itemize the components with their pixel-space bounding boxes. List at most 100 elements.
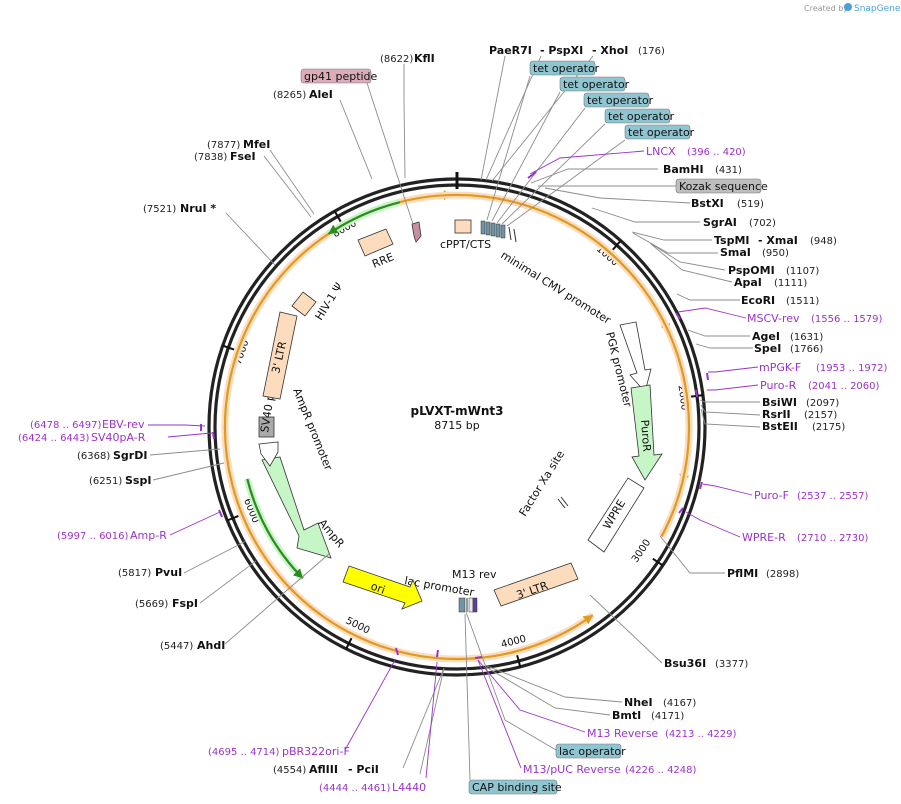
primer-pos-puro-r: (2041 .. 2060) <box>808 381 880 392</box>
enzyme-alei[interactable]: AleI <box>309 88 333 101</box>
gene-arc-wpre <box>223 193 691 661</box>
primer-mscv-rev[interactable]: MSCV-rev <box>747 312 800 325</box>
kozak-sequence-tag[interactable]: Kozak sequence <box>675 178 768 194</box>
enzyme-pvui[interactable]: PvuI <box>155 566 182 579</box>
enzyme-mfei[interactable]: MfeI <box>243 138 270 151</box>
svg-text:gp41 peptide: gp41 peptide <box>304 70 378 83</box>
primer-pbr322ori-f[interactable]: pBR322ori-F <box>282 745 350 758</box>
gene-arcs <box>221 190 693 663</box>
lac-operator-tag[interactable]: lac operator <box>555 743 626 759</box>
tet-operator-tag-1[interactable]: tet operator <box>529 60 600 76</box>
plasmid-name: pLVXT-mWnt3 <box>411 404 504 418</box>
m13-rev-block <box>472 597 478 613</box>
gp41-feature <box>411 221 422 243</box>
cppt-feature <box>454 219 472 234</box>
plasmid-length: 8715 bp <box>434 419 479 432</box>
tet-operator-tag-4[interactable]: tet operator <box>604 108 675 124</box>
enzyme-xhoi[interactable]: - XhoI <box>592 44 628 57</box>
enzyme-fspi[interactable]: FspI <box>172 597 198 610</box>
ampr-promoter-feature <box>258 441 279 467</box>
primer-puro-f[interactable]: Puro-F <box>754 489 789 502</box>
primer-sv40pa-r[interactable]: SV40pA-R <box>91 431 146 444</box>
enzyme-pspxi[interactable]: - PspXI <box>540 44 583 57</box>
enzyme-xmai[interactable]: - XmaI <box>758 234 798 247</box>
enzyme-bsteii[interactable]: BstEII <box>762 420 798 433</box>
enzyme-smai[interactable]: SmaI <box>720 246 751 259</box>
enzyme-agei[interactable]: AgeI <box>752 330 780 343</box>
primer-lines <box>148 150 759 779</box>
svg-text:CAP binding site: CAP binding site <box>472 781 562 794</box>
primer-wpre-r[interactable]: WPRE-R <box>742 531 786 544</box>
enzyme-pos-xmai: (948) <box>810 236 837 247</box>
primer-m13-puc-reverse[interactable]: M13/pUC Reverse <box>523 763 621 776</box>
enzyme-ahdi[interactable]: AhdI <box>197 639 225 652</box>
primer-puro-r[interactable]: Puro-R <box>760 379 797 392</box>
cap-binding-site-tag[interactable]: CAP binding site <box>468 779 562 795</box>
enzyme-paer7i[interactable]: PaeR7I <box>489 44 532 57</box>
primer-pos-wpre-r: (2710 .. 2730) <box>797 533 869 544</box>
tick-mark <box>652 557 664 567</box>
hiv-psi-label: HIV-1 Ψ <box>313 280 346 322</box>
factor-xa-label: Factor Xa site <box>517 448 568 519</box>
enzyme-bsu36i[interactable]: Bsu36I <box>664 657 706 670</box>
primer-pos-lncx: (396 .. 420) <box>687 147 746 158</box>
enzyme-pos-ecori: (1511) <box>786 296 819 307</box>
enzyme-pos-sgrai: (702) <box>749 218 776 229</box>
primer-m13-reverse[interactable]: M13 Reverse <box>587 727 658 740</box>
enzyme-sgrai[interactable]: SgrAI <box>703 216 737 229</box>
minimal-cmv-label: minimal CMV promoter <box>498 249 613 328</box>
ori-label: ori <box>369 580 387 597</box>
enzyme-fsei[interactable]: FseI <box>230 150 256 163</box>
primer-mpgk-f[interactable]: mPGK-F <box>759 361 801 374</box>
enzyme-pos-agei: (1631) <box>790 332 823 343</box>
primer-pos-mscv-rev: (1556 .. 1579) <box>811 314 883 325</box>
svg-text:tet operator: tet operator <box>628 126 695 139</box>
boxed-feature-labels: gp41 peptide tet operator tet operator t… <box>300 60 768 795</box>
primer-ebv-rev[interactable]: EBV-rev <box>102 418 145 431</box>
tick-mark <box>345 637 353 650</box>
primer-pos-mpgk-f: (1953 .. 1972) <box>816 363 888 374</box>
primer-lncx[interactable]: LNCX <box>646 145 676 158</box>
enzyme-sgrdi[interactable]: SgrDI <box>113 449 147 462</box>
enzyme-pos-bstxi: (519) <box>737 199 764 210</box>
enzyme-kfli[interactable]: KflI <box>414 52 435 65</box>
enzyme-pos-bsteii: (2175) <box>812 422 845 433</box>
enzyme-bsiwi[interactable]: BsiWI <box>762 396 797 409</box>
primer-amp-r[interactable]: Amp-R <box>130 529 167 542</box>
enzyme-nrui[interactable]: NruI * <box>180 202 216 215</box>
tet-operator-tag-3[interactable]: tet operator <box>583 92 654 108</box>
tet-operator-tag-5[interactable]: tet operator <box>624 124 695 140</box>
enzyme-pos-bmti: (4171) <box>651 711 684 722</box>
primer-pos-ebv-rev: (6478 .. 6497) <box>30 420 102 431</box>
tick-mark <box>516 654 522 668</box>
svg-text:tet operator: tet operator <box>608 110 675 123</box>
ltr3-left-feature <box>262 311 298 400</box>
gp41-peptide-tag[interactable]: gp41 peptide <box>300 68 378 84</box>
enzyme-pos-fsei: (7838) <box>194 152 227 163</box>
enzyme-pflmi[interactable]: PflMI <box>727 567 758 580</box>
enzyme-pos-nhei: (4167) <box>663 698 696 709</box>
enzyme-apai[interactable]: ApaI <box>734 276 762 289</box>
enzyme-pspomi[interactable]: PspOMI <box>728 264 775 277</box>
enzyme-pcii[interactable]: - PciI <box>348 763 379 776</box>
enzyme-pos-sspi: (6251) <box>89 476 122 487</box>
tet-operator-tag-2[interactable]: tet operator <box>559 76 630 92</box>
enzyme-sspi[interactable]: SspI <box>125 474 151 487</box>
puror-feature <box>630 384 663 481</box>
enzyme-pos-bsiwi: (2097) <box>806 398 839 409</box>
enzyme-pos-ahdi: (5447) <box>160 641 193 652</box>
puror-label: PuroR <box>638 419 653 452</box>
enzyme-afliii[interactable]: AflIII <box>309 763 338 776</box>
created-by-text: Created by <box>804 4 848 13</box>
enzyme-nhei[interactable]: NheI <box>624 696 653 709</box>
enzyme-tspmi[interactable]: TspMI <box>714 234 750 247</box>
enzyme-ecori[interactable]: EcoRI <box>741 294 775 307</box>
enzyme-rsrii[interactable]: RsrII <box>762 408 791 421</box>
enzyme-pos-pvui: (5817) <box>118 568 151 579</box>
enzyme-bamhi[interactable]: BamHI <box>663 163 704 176</box>
enzyme-spei[interactable]: SpeI <box>754 342 781 355</box>
enzyme-bstxi[interactable]: BstXI <box>691 197 724 210</box>
primer-l4440[interactable]: L4440 <box>392 781 426 794</box>
enzyme-bmti[interactable]: BmtI <box>612 709 641 722</box>
